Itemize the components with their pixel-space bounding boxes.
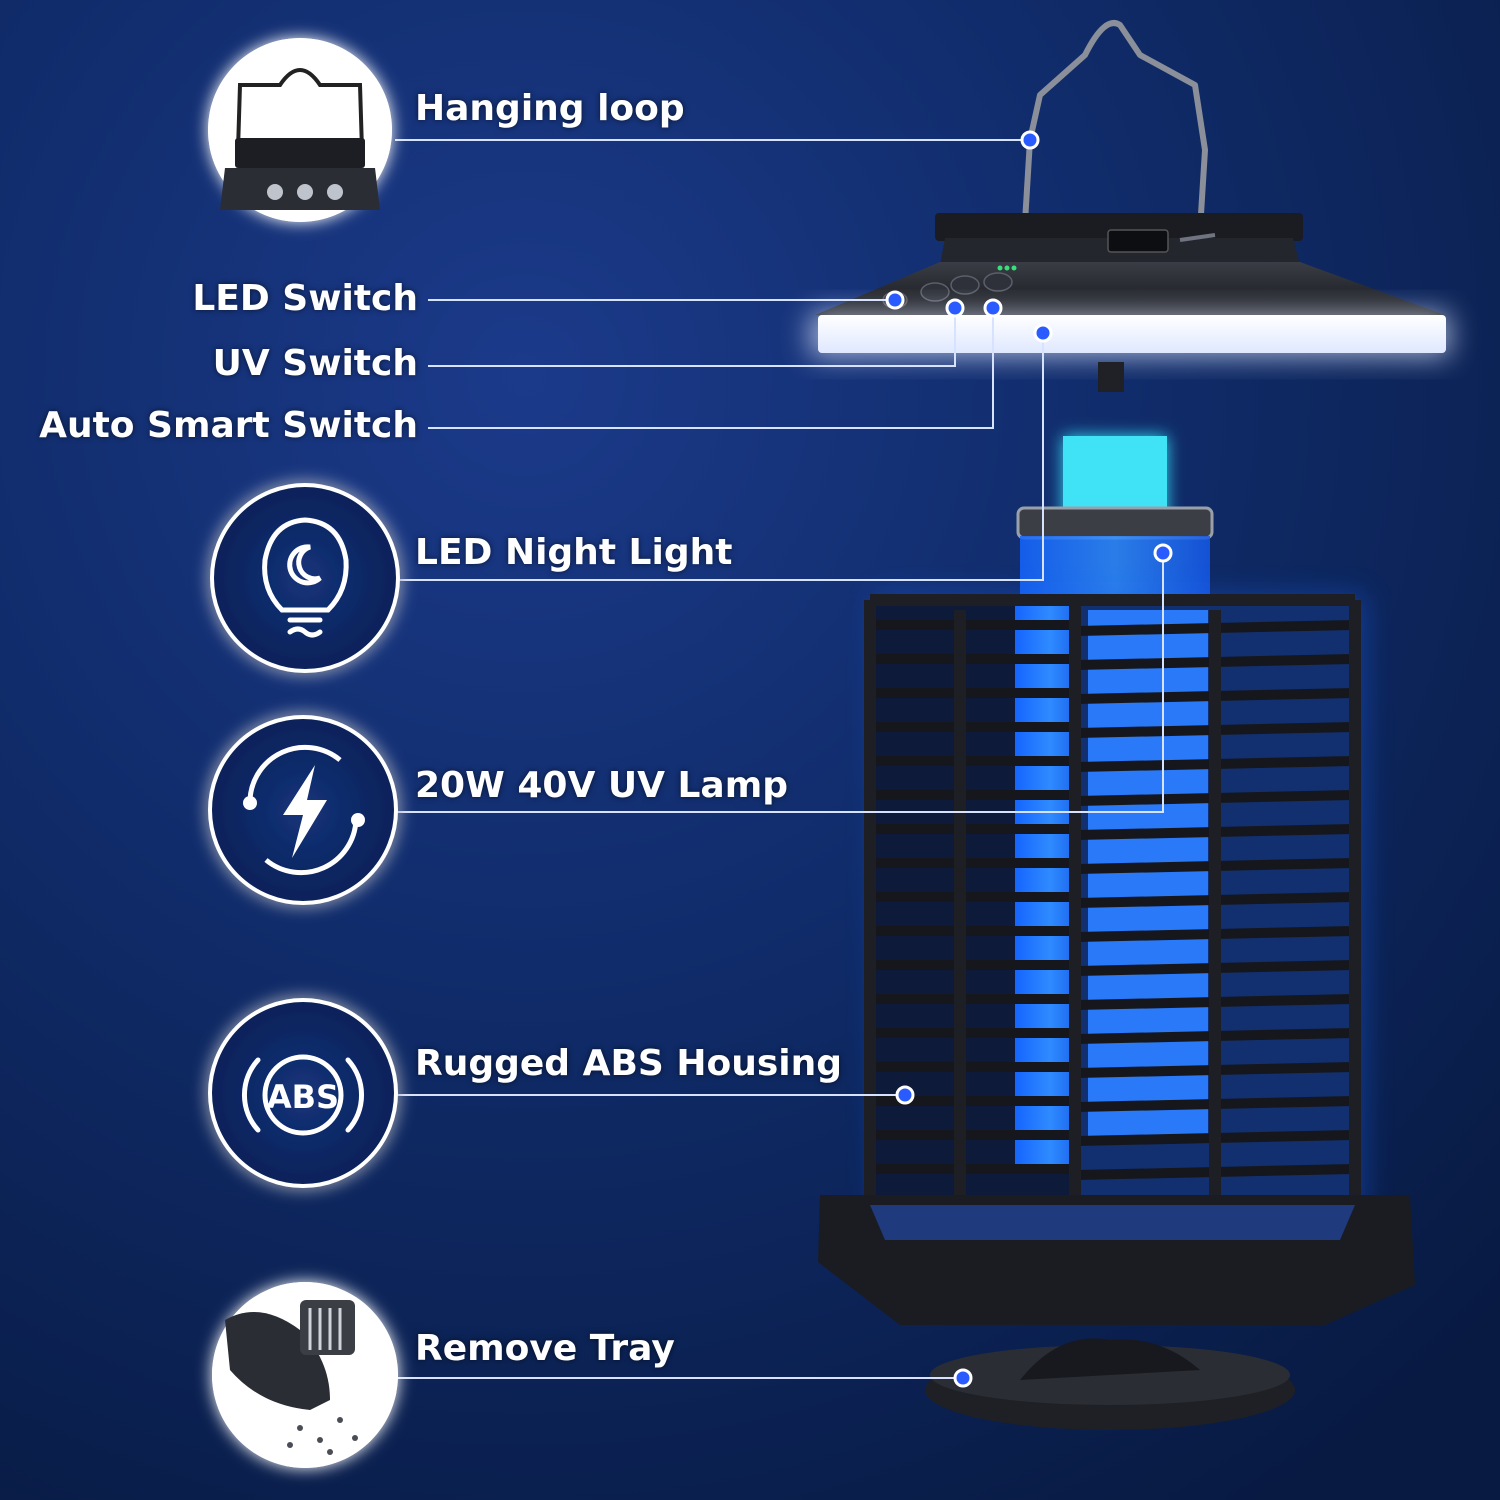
callout-dots (885, 130, 1173, 1388)
label-auto-smart-switch: Auto Smart Switch (39, 405, 418, 446)
cage-grille (872, 620, 1354, 1180)
dot-auto-switch (983, 298, 1003, 318)
dot-remove-tray (953, 1368, 973, 1388)
badge-hanging-loop (208, 38, 392, 222)
control-panel (815, 262, 1445, 315)
dot-led-night-light (1033, 323, 1053, 343)
uv-lamp-inner (1088, 610, 1208, 1140)
label-housing: Rugged ABS Housing (415, 1043, 843, 1084)
bug-zapper-product (810, 20, 1450, 1430)
label-remove-tray: Remove Tray (415, 1328, 675, 1369)
abs-badge-icon (242, 1054, 364, 1136)
tray-bugs-photo-icon (225, 1300, 358, 1455)
label-uv-switch: UV Switch (212, 343, 418, 384)
dot-uv-lamp (1153, 543, 1173, 563)
badge-uv-lamp (208, 715, 398, 905)
lamp-top-photo-icon (236, 68, 364, 151)
usb-port (1107, 229, 1169, 253)
dot-uv-switch (945, 298, 965, 318)
label-hanging-loop: Hanging loop (415, 88, 685, 129)
abs-text: ABS (267, 1078, 339, 1116)
hanging-loop-wire (1027, 20, 1208, 231)
badge-night-light (210, 483, 400, 673)
lightning-refresh-icon (243, 744, 365, 876)
dot-housing (895, 1085, 915, 1105)
dot-led-switch (885, 290, 905, 310)
badge-remove-tray (212, 1282, 398, 1468)
badge-abs: ABS (208, 998, 398, 1188)
dot-hanging-loop (1020, 130, 1040, 150)
label-uv-lamp: 20W 40V UV Lamp (415, 765, 788, 806)
led-light-bar (818, 315, 1446, 353)
label-led-switch: LED Switch (192, 278, 418, 319)
lightbulb-moon-icon (262, 517, 349, 638)
label-led-night-light: LED Night Light (415, 532, 733, 573)
leader-lines (395, 139, 1164, 1379)
